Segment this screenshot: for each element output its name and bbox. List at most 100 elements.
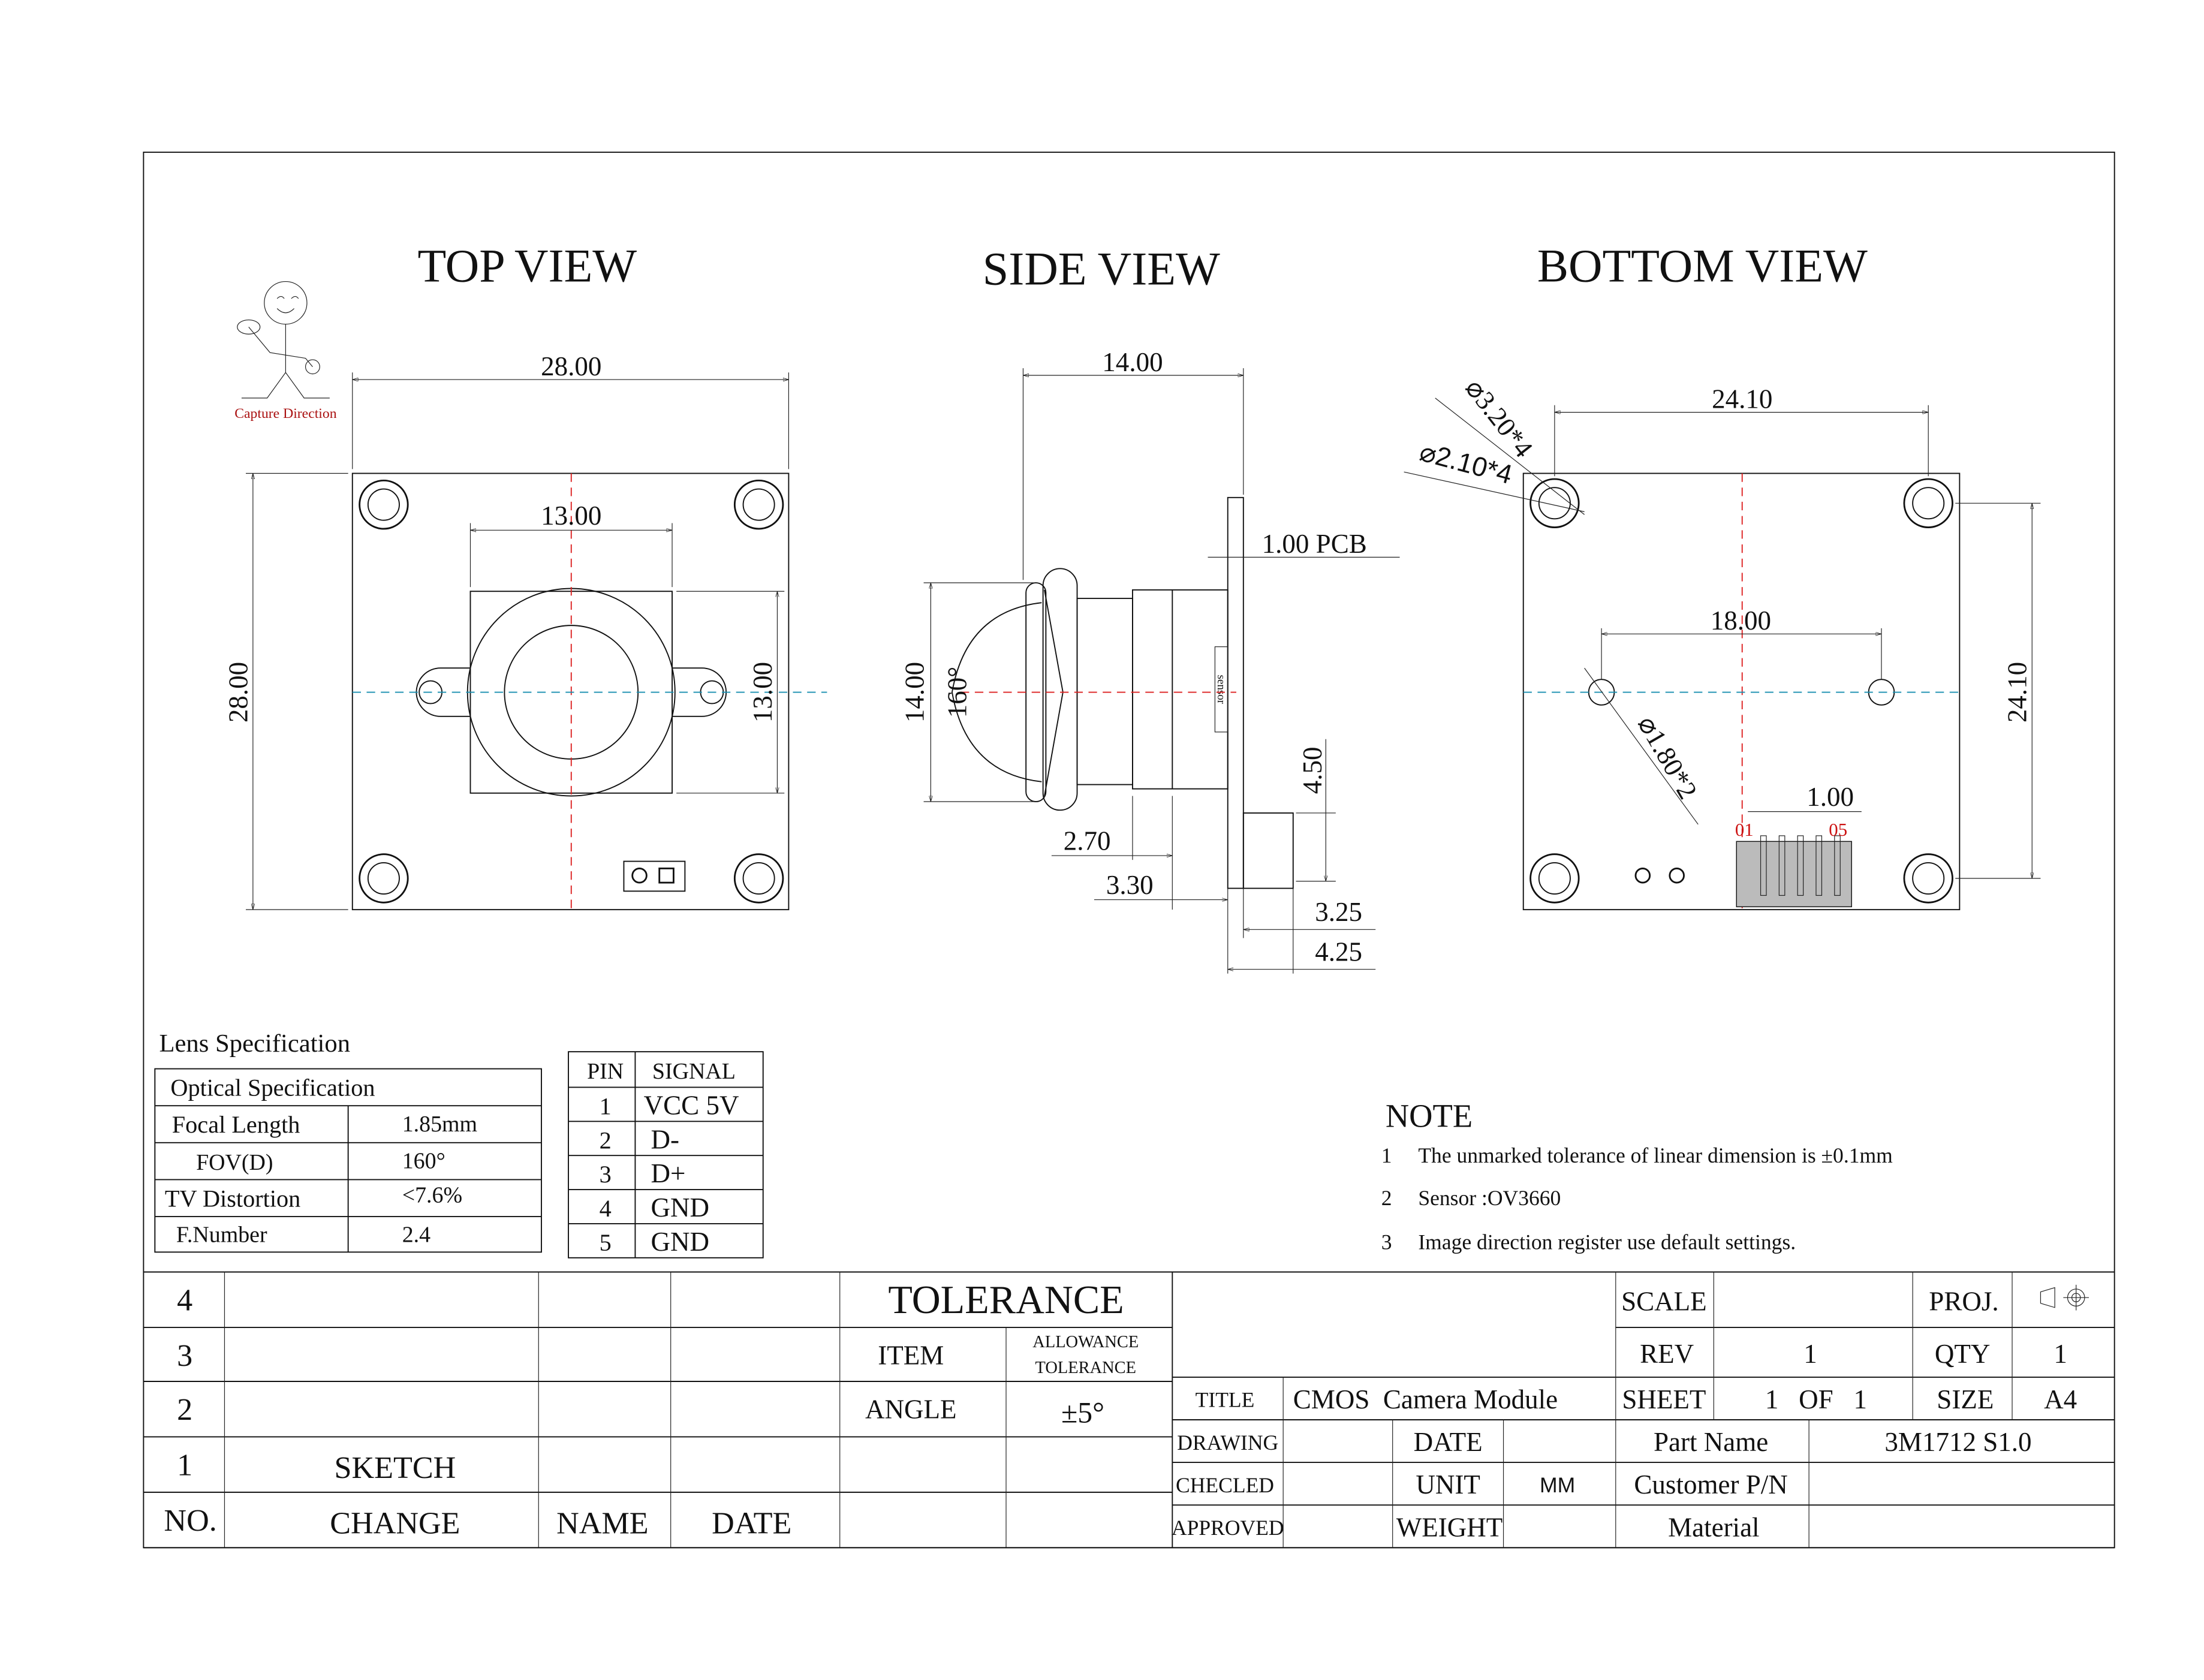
- scale-label: SCALE: [1621, 1286, 1707, 1316]
- fpc-connector: 01 05: [1735, 820, 1852, 908]
- spec-label: TV Distortion: [165, 1185, 300, 1212]
- tolerance-title: TOLERANCE: [888, 1278, 1124, 1322]
- dim-hole-span-x: 24.10: [1712, 384, 1772, 414]
- weight-label: WEIGHT: [1396, 1512, 1503, 1542]
- header-change: CHANGE: [330, 1507, 460, 1541]
- spec-value: 2.4: [402, 1223, 430, 1248]
- dim-side-length: 14.00: [1102, 347, 1163, 377]
- capture-direction-icon: Capture Direction: [234, 281, 337, 421]
- sheet-label: SHEET: [1622, 1384, 1706, 1414]
- pin-number: 3: [600, 1161, 612, 1188]
- side-view: SIDE VIEW sensor 14.00 14.00 160° 1.00 P…: [900, 242, 1400, 974]
- bottom-view-title: BOTTOM VIEW: [1537, 240, 1868, 292]
- sheet-value: 1 OF 1: [1765, 1384, 1867, 1414]
- note-text: Sensor :OV3660: [1418, 1186, 1561, 1210]
- signal-header: SIGNAL: [652, 1059, 736, 1084]
- checked-label: CHECLED: [1176, 1473, 1274, 1497]
- spec-label: FOV(D): [196, 1150, 273, 1175]
- bottom-view: BOTTOM VIEW 01 05 1.00 24.10: [1404, 240, 2041, 911]
- pin-table: PIN SIGNAL 1 VCC 5V 2 D- 3 D+ 4 GND 5 GN…: [568, 1051, 764, 1259]
- pcb-side: [1227, 496, 1244, 889]
- approved-label: APPROVED: [1172, 1516, 1284, 1540]
- revision-number: 1: [177, 1448, 192, 1482]
- pin-signal: VCC 5V: [644, 1090, 739, 1120]
- dim-side-height: 14.00: [900, 662, 930, 722]
- pin-last-label: 05: [1829, 820, 1847, 840]
- customer-pn-label: Customer P/N: [1634, 1470, 1787, 1500]
- mounting-hole-icon: [359, 479, 784, 904]
- connector-icon: [623, 860, 686, 892]
- header-name: NAME: [556, 1507, 648, 1541]
- dim-pcb-thickness: 1.00 PCB: [1262, 529, 1367, 559]
- lens-spec-title: Lens Specification: [159, 1029, 350, 1058]
- date-label: DATE: [1414, 1427, 1483, 1457]
- drawing-label: DRAWING: [1177, 1431, 1278, 1455]
- side-view-title: SIDE VIEW: [983, 242, 1220, 294]
- dim-fov-angle: 160°: [943, 667, 972, 718]
- pin-number: 4: [600, 1195, 612, 1222]
- spec-value: 1.85mm: [402, 1112, 477, 1137]
- note-text: The unmarked tolerance of linear dimensi…: [1418, 1143, 1893, 1167]
- lens-spec-header: Optical Specification: [170, 1074, 375, 1101]
- sensor-label: sensor: [1215, 675, 1227, 704]
- tolerance-table: TOLERANCE ITEM ALLOWANCE TOLERANCE ANGLE…: [865, 1278, 1139, 1429]
- lens-spec-table: Lens Specification Optical Specification…: [154, 1029, 542, 1253]
- dim-connector-height: 4.50: [1297, 746, 1327, 794]
- title-value: CMOS Camera Module: [1293, 1384, 1558, 1414]
- revision-number: 3: [177, 1339, 192, 1373]
- pin-number: 1: [600, 1092, 612, 1119]
- notes: NOTE 1 The unmarked tolerance of linear …: [1381, 1098, 1893, 1254]
- top-view: TOP VIEW Capture Direction: [223, 240, 827, 911]
- dim-lens-height: 13.00: [748, 662, 778, 722]
- unit-label: UNIT: [1416, 1470, 1480, 1500]
- tolerance-allowance-header: ALLOWANCE: [1032, 1333, 1139, 1351]
- pin-signal: D-: [651, 1124, 679, 1154]
- rev-value: 1: [1803, 1339, 1817, 1369]
- note-number: 3: [1381, 1230, 1392, 1254]
- capture-direction-label: Capture Direction: [234, 406, 337, 421]
- tolerance-allowance-header: TOLERANCE: [1035, 1359, 1136, 1377]
- dim-top-width: 28.00: [541, 351, 601, 381]
- mounting-hole-icon: [1529, 478, 1953, 904]
- material-label: Material: [1668, 1512, 1759, 1542]
- revision-table: 4 3 2 1 SKETCH NO. CHANGE NAME DATE: [143, 1271, 2115, 1548]
- revision-change: SKETCH: [335, 1451, 456, 1485]
- unit-value: MM: [1540, 1473, 1575, 1497]
- tolerance-item: ANGLE: [865, 1395, 957, 1425]
- tolerance-value: ±5°: [1061, 1396, 1104, 1429]
- qty-value: 1: [2054, 1339, 2067, 1369]
- spec-label: Focal Length: [172, 1111, 300, 1138]
- qty-label: QTY: [1935, 1339, 1991, 1369]
- dim-hole-span-y: 24.10: [2003, 662, 2033, 722]
- proj-label: PROJ.: [1929, 1286, 1998, 1316]
- note-text: Image direction register use default set…: [1418, 1230, 1796, 1254]
- part-name-value: 3M1712 S1.0: [1884, 1427, 2031, 1457]
- revision-number: 2: [177, 1393, 192, 1427]
- dim-hole-c: ⌀1.80*2: [1632, 710, 1703, 804]
- tolerance-item-header: ITEM: [878, 1341, 944, 1371]
- pin-first-label: 01: [1735, 820, 1754, 840]
- note-number: 2: [1381, 1186, 1392, 1210]
- dim-side-d2: 3.30: [1106, 870, 1154, 900]
- header-date: DATE: [712, 1507, 791, 1541]
- spec-label: F.Number: [176, 1223, 267, 1248]
- part-name-label: Part Name: [1654, 1427, 1768, 1457]
- notes-title: NOTE: [1386, 1098, 1473, 1134]
- dim-small-hole-span: 18.00: [1711, 606, 1771, 636]
- pin-number: 5: [600, 1229, 612, 1256]
- spec-value: <7.6%: [402, 1182, 462, 1208]
- dim-lens-width: 13.00: [541, 501, 601, 531]
- dim-side-d4: 4.25: [1315, 937, 1362, 967]
- revision-number: 4: [177, 1283, 192, 1317]
- dim-top-height: 28.00: [223, 662, 253, 722]
- note-number: 1: [1381, 1143, 1392, 1167]
- pin-header: PIN: [587, 1059, 624, 1084]
- pin-number: 2: [600, 1127, 612, 1154]
- title-block: SCALE PROJ. REV 1 QTY 1 TITLE CMOS Camer…: [143, 1272, 2115, 1549]
- header-no: NO.: [164, 1504, 216, 1538]
- pcb-outline: [351, 472, 790, 911]
- size-value: A4: [2044, 1384, 2077, 1414]
- dim-side-d1: 2.70: [1064, 826, 1111, 856]
- spec-value: 160°: [402, 1148, 445, 1173]
